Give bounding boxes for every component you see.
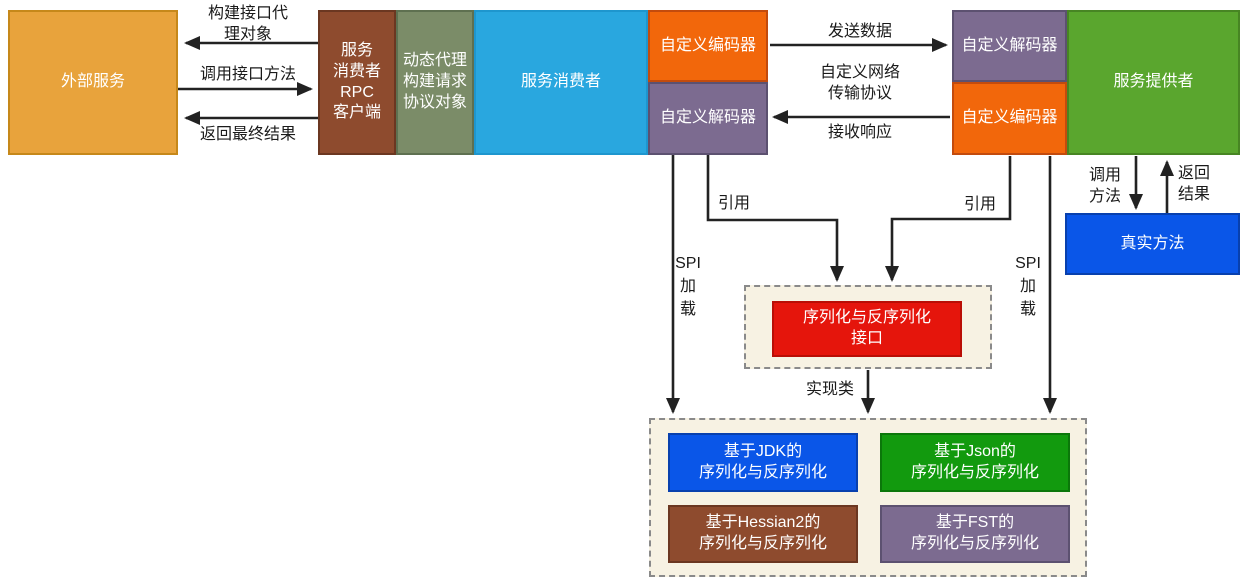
- label-reference-right: 引用: [963, 196, 996, 213]
- label-spi-load-left: SPI 加 载: [675, 255, 701, 318]
- label-return-result: 返回 结果: [1177, 165, 1210, 203]
- custom-encoder-left-box: 自定义编码器: [648, 10, 768, 82]
- custom-decoder-left-box: 自定义解码器: [648, 82, 768, 155]
- dynamic-proxy-box: 动态代理 构建请求 协议对象: [396, 10, 474, 155]
- arrow-reference-right: [885, 156, 1012, 282]
- label-build-proxy: 构建接口代 理对象: [207, 5, 288, 43]
- custom-encoder-right-box: 自定义编码器: [952, 82, 1067, 155]
- rpc-client-box: 服务 消费者 RPC 客户端: [318, 10, 396, 155]
- impl-jdk-box: 基于JDK的 序列化与反序列化: [668, 433, 858, 492]
- label-impl-class: 实现类: [805, 381, 854, 398]
- service-consumer-box: 服务消费者: [474, 10, 648, 155]
- real-method-box: 真实方法: [1065, 213, 1240, 275]
- impl-json-box: 基于Json的 序列化与反序列化: [880, 433, 1070, 492]
- label-call-interface: 调用接口方法: [199, 66, 296, 83]
- serialization-interface-box: 序列化与反序列化 接口: [772, 301, 962, 357]
- service-provider-box: 服务提供者: [1067, 10, 1240, 155]
- label-spi-load-right: SPI 加 载: [1015, 255, 1041, 318]
- arrow-reference-left: [706, 155, 844, 282]
- label-receive-response: 接收响应: [827, 124, 892, 141]
- custom-decoder-right-box: 自定义解码器: [952, 10, 1067, 82]
- label-custom-protocol: 自定义网络 传输协议: [819, 64, 900, 102]
- impl-hessian2-box: 基于Hessian2的 序列化与反序列化: [668, 505, 858, 563]
- label-reference-left: 引用: [717, 195, 750, 212]
- impl-fst-box: 基于FST的 序列化与反序列化: [880, 505, 1070, 563]
- label-return-final: 返回最终结果: [199, 126, 296, 143]
- label-invoke-method: 调用 方法: [1088, 167, 1121, 205]
- external-service-box: 外部服务: [8, 10, 178, 155]
- label-send-data: 发送数据: [827, 23, 892, 40]
